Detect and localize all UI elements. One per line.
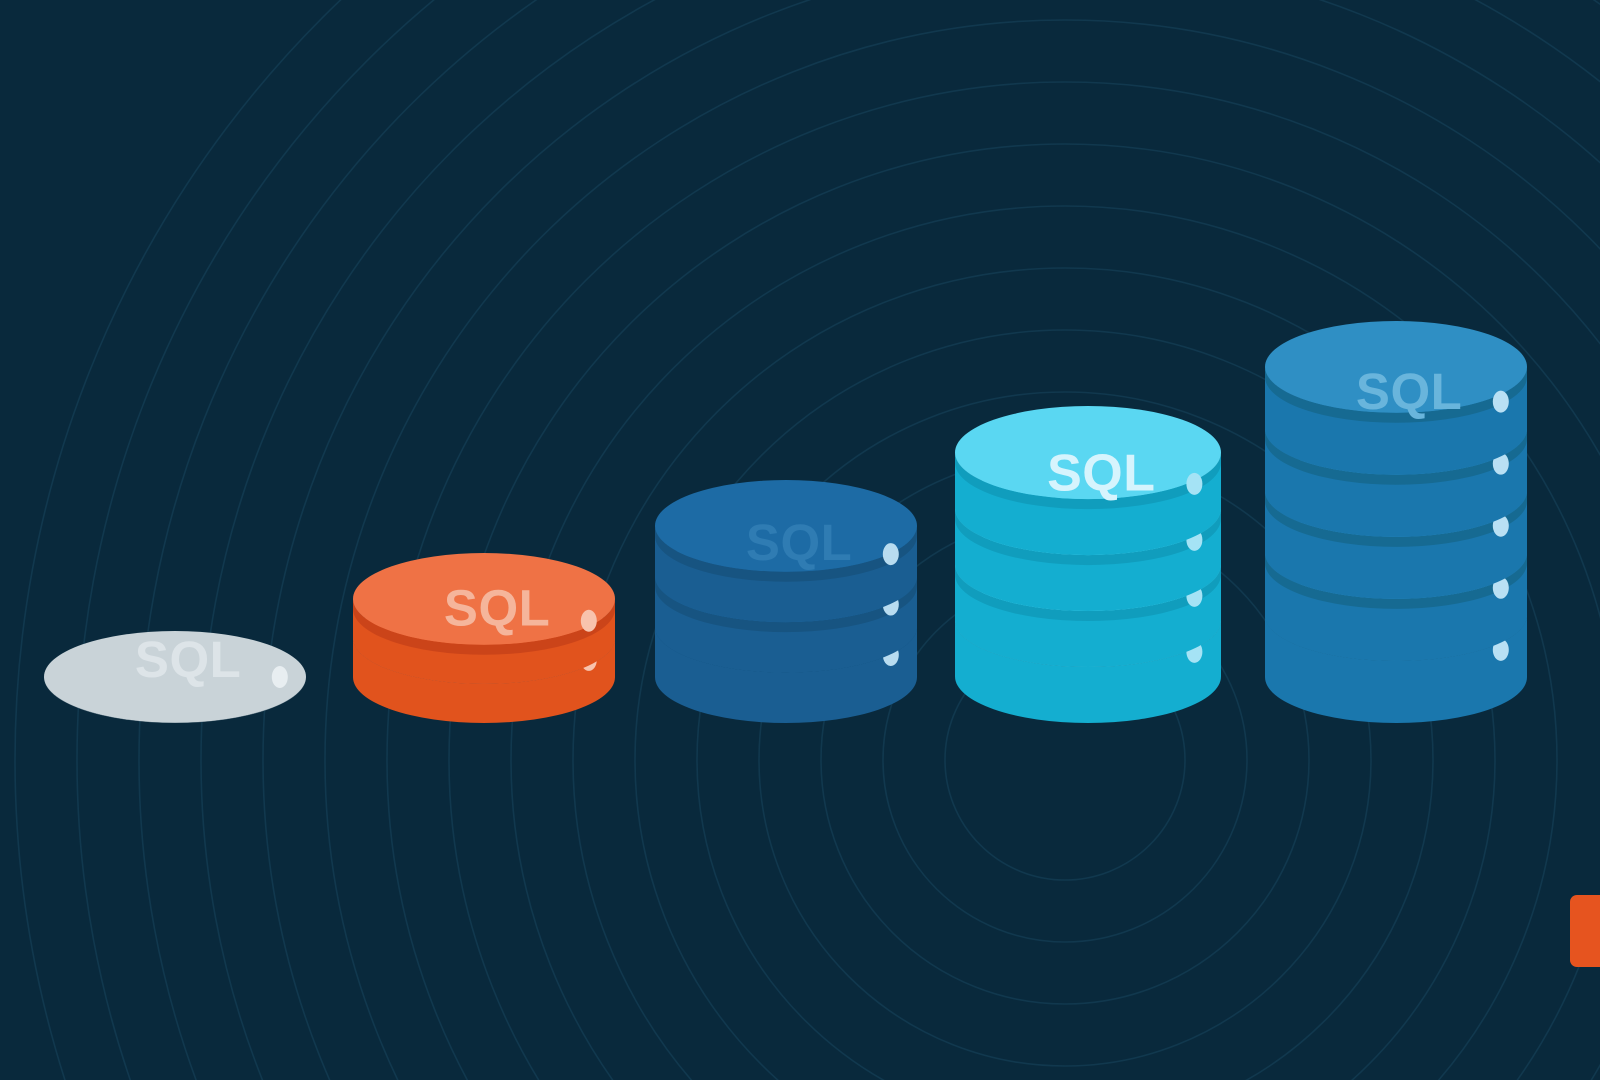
disk-top-face xyxy=(655,480,917,572)
disk-sql-label: SQL xyxy=(1356,363,1462,420)
disk-led-indicator xyxy=(271,666,288,689)
database-disk: SQL xyxy=(1265,321,1527,475)
disk-shadow xyxy=(955,564,1221,622)
disk-led-indicator xyxy=(1186,472,1203,495)
blue-database-stack[interactable]: SQL xyxy=(1265,321,1527,735)
disk-shadow xyxy=(1265,490,1527,547)
disk-body xyxy=(1265,615,1527,723)
database-disk: SQL xyxy=(44,631,306,723)
disk-shadow xyxy=(955,508,1221,566)
orange-database-stack[interactable]: SQL xyxy=(353,553,615,735)
disk-body xyxy=(955,620,1221,723)
dark-blue-database-stack[interactable]: SQL xyxy=(655,480,917,735)
disk-top-face xyxy=(1265,321,1527,413)
disk-shadow xyxy=(655,576,917,633)
cyan-database-stack-graphic: SQL xyxy=(955,406,1221,723)
database-disk: SQL xyxy=(955,406,1221,556)
orange-database-stack-graphic: SQL xyxy=(353,553,615,723)
disk-shadow xyxy=(1265,428,1527,485)
disk-shadow xyxy=(655,525,917,582)
disk-sql-label: SQL xyxy=(444,579,550,636)
disk-sql-label: SQL xyxy=(135,631,241,688)
gray-database-stack[interactable]: SQL xyxy=(44,631,306,735)
database-disk: SQL xyxy=(353,553,615,684)
gray-database-stack-graphic: SQL xyxy=(44,631,306,723)
database-disk: SQL xyxy=(655,480,917,623)
cyan-database-stack[interactable]: SQL xyxy=(955,406,1221,735)
disk-top-face xyxy=(44,631,306,723)
disk-led-indicator xyxy=(882,543,899,566)
disk-led-indicator xyxy=(580,609,597,632)
disk-led-indicator xyxy=(1492,390,1509,413)
disk-top-face xyxy=(955,406,1221,500)
disk-shadow xyxy=(955,452,1221,510)
orange-accent-chip[interactable] xyxy=(1570,895,1600,967)
dark-blue-database-stack-graphic: SQL xyxy=(655,480,917,723)
disk-body xyxy=(353,598,615,684)
disk-sql-label: SQL xyxy=(746,514,852,571)
disk-shadow xyxy=(1265,553,1527,609)
blue-database-stack-graphic: SQL xyxy=(1265,321,1527,723)
disk-top-face xyxy=(353,553,615,645)
disk-sql-label: SQL xyxy=(1047,445,1155,503)
disk-shadow xyxy=(1265,366,1527,423)
disk-body xyxy=(353,638,615,723)
disk-body xyxy=(655,626,917,723)
disk-shadow xyxy=(353,598,615,655)
